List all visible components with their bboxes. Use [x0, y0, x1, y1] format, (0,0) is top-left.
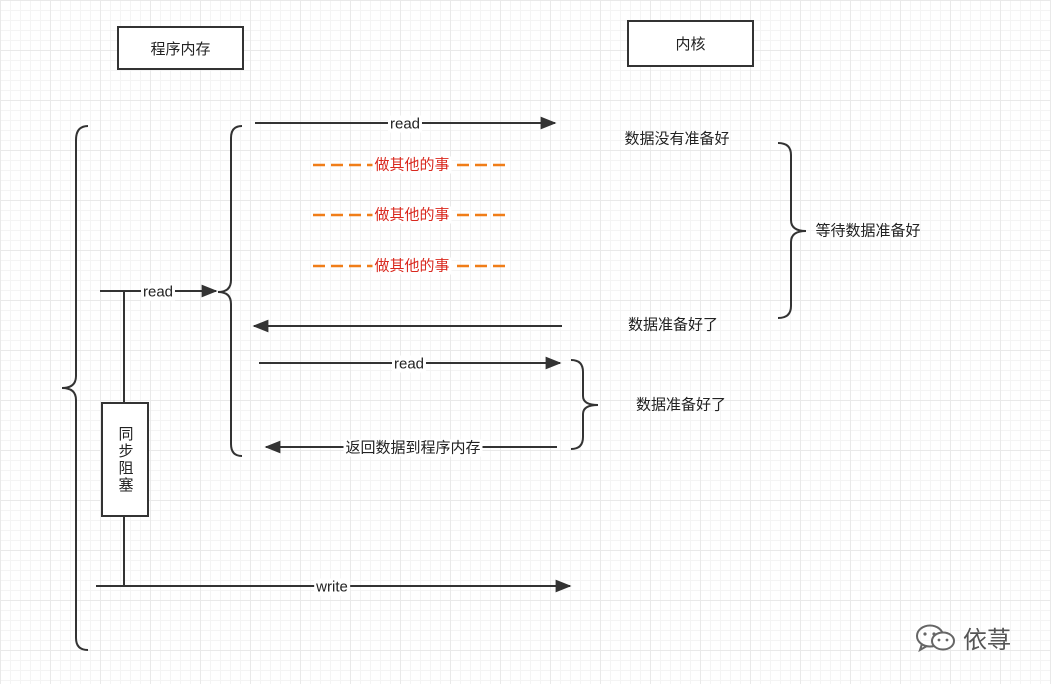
wechat-icon [916, 624, 955, 652]
side-task-label-2: 做其他的事 [372, 206, 452, 224]
read-label-1: read [387, 115, 423, 133]
side-task-label-1: 做其他的事 [372, 156, 452, 174]
return-data-label: 返回数据到程序内存 [343, 439, 483, 457]
ready-label-2: 数据准备好了 [635, 396, 727, 414]
program-memory-box: 程序内存 [117, 26, 244, 70]
ready-label-1: 数据准备好了 [627, 316, 719, 334]
waiting-brace [777, 142, 807, 319]
read-label-2: read [391, 355, 427, 373]
not-ready-label: 数据没有准备好 [624, 130, 730, 148]
read-cycle-brace [217, 125, 243, 457]
second-read-brace [570, 359, 599, 450]
read-outer-label: read [140, 283, 176, 301]
watermark-text: 依荨 [963, 627, 1011, 654]
side-task-label-3: 做其他的事 [372, 257, 452, 275]
watermark: 依荨 [915, 620, 1011, 655]
write-label: write [314, 578, 350, 596]
waiting-label: 等待数据准备好 [815, 222, 921, 240]
kernel-box: 内核 [627, 20, 754, 67]
outer-brace [61, 125, 89, 651]
sync-block-box: 同步阻塞 [101, 402, 149, 517]
